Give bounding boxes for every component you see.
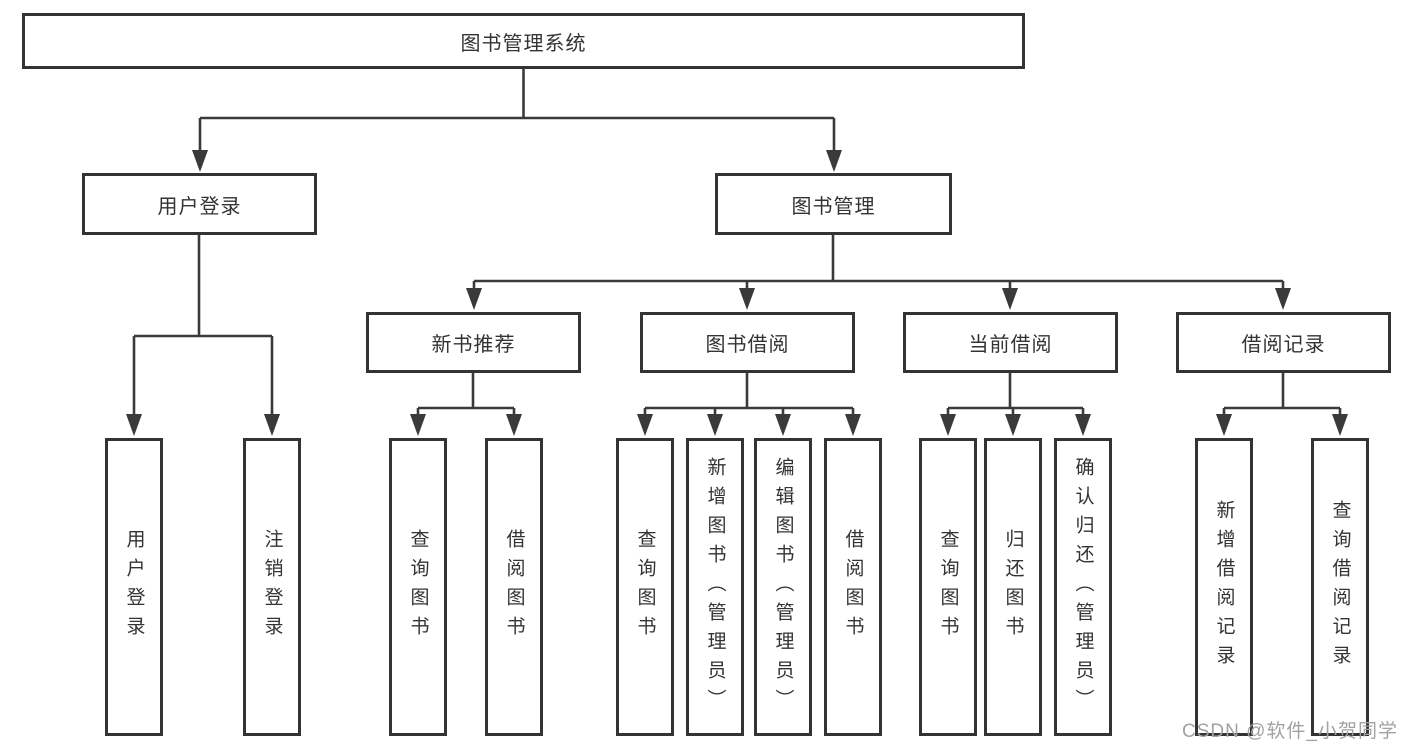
leaf-borrow-books: 借阅图书 xyxy=(824,438,882,736)
leaf-query-borrow-record: 查询借阅记录 xyxy=(1311,438,1369,736)
leaf-user-login: 用户登录 xyxy=(105,438,163,736)
leaf-query-books-recommend: 查询图书 xyxy=(389,438,447,736)
leaf-edit-books-admin: 编辑图书（管理员） xyxy=(754,438,812,736)
node-new-book-recommend: 新书推荐 xyxy=(366,312,581,373)
node-book-management: 图书管理 xyxy=(715,173,952,235)
leaf-query-books-current: 查询图书 xyxy=(919,438,977,736)
node-library-management-system: 图书管理系统 xyxy=(22,13,1025,69)
leaf-logout: 注销登录 xyxy=(243,438,301,736)
node-user-login: 用户登录 xyxy=(82,173,317,235)
node-book-borrowing: 图书借阅 xyxy=(640,312,855,373)
leaf-borrow-books-recommend: 借阅图书 xyxy=(485,438,543,736)
leaf-confirm-return-admin: 确认归还（管理员） xyxy=(1054,438,1112,736)
leaf-add-books-admin: 新增图书（管理员） xyxy=(686,438,744,736)
watermark: CSDN @软件_小贺同学 xyxy=(1182,721,1398,742)
node-borrowing-records: 借阅记录 xyxy=(1176,312,1391,373)
node-current-borrowing: 当前借阅 xyxy=(903,312,1118,373)
leaf-return-books: 归还图书 xyxy=(984,438,1042,736)
leaf-add-borrow-record: 新增借阅记录 xyxy=(1195,438,1253,736)
leaf-query-books-borrowing: 查询图书 xyxy=(616,438,674,736)
